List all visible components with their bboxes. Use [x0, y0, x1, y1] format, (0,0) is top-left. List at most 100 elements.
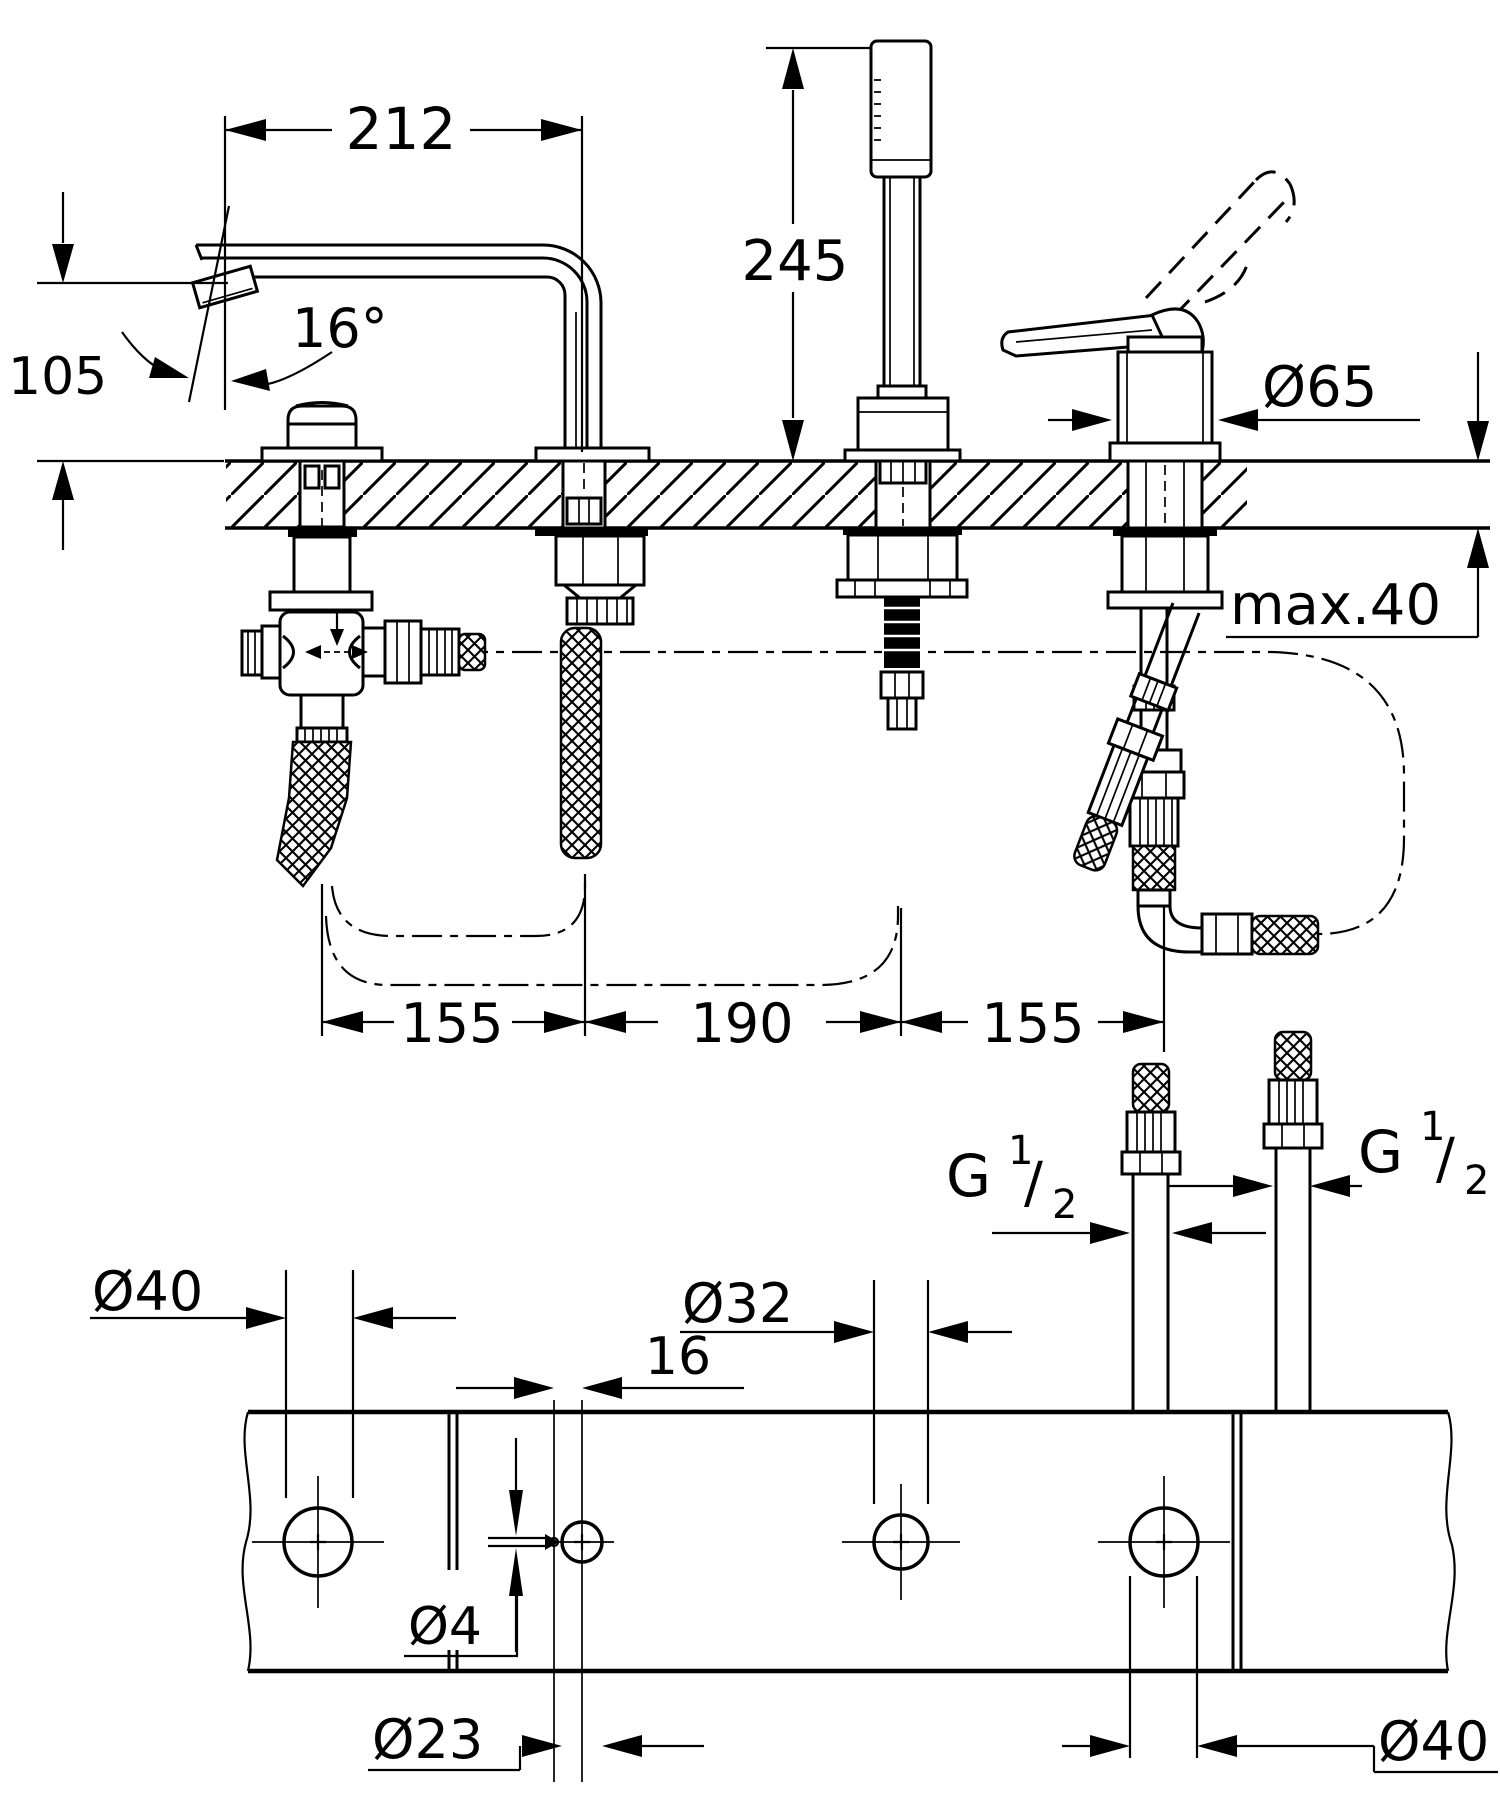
spout-axis-line: [187, 205, 231, 403]
dimension-d32: Ø32: [680, 1272, 1012, 1343]
hose-ribbed: [1267, 1078, 1319, 1126]
spout-shank-detail-lines: [578, 498, 590, 524]
connector-lines: [1215, 914, 1239, 954]
g-left-numerator: 1: [1008, 1128, 1033, 1174]
dim-190-label: 190: [690, 992, 793, 1055]
arrow: [1467, 421, 1489, 461]
shank-detail: [323, 464, 341, 490]
arrow: [322, 1011, 363, 1033]
mixer-shank-nut: [1120, 534, 1210, 594]
hole-4-center: [1156, 1534, 1172, 1550]
spout-hex-nut: [554, 534, 646, 587]
dimension-245: 245: [742, 46, 870, 461]
wand-collar: [876, 384, 928, 400]
dimension-16deg: 16°: [121, 205, 388, 403]
spout-washer: [535, 527, 648, 536]
dimension-d4: Ø4: [404, 1596, 519, 1658]
spout-unit: [190, 243, 651, 860]
shutoff-valve-unit: [240, 401, 487, 888]
hose-hex: [1262, 1122, 1324, 1150]
ribbed-lines: [1136, 1112, 1162, 1152]
shower-wand: [882, 177, 922, 386]
shank-thread-lines: [890, 461, 916, 483]
thread-ribs: [304, 728, 338, 742]
ribbed-lines: [1095, 748, 1141, 823]
plan-view: [241, 1270, 1456, 1782]
valve-body: [292, 535, 352, 594]
lever-swing-arc-dashed: [1204, 261, 1250, 304]
tee-left-cap-ribs: [247, 631, 256, 675]
hole-2-crosshair-and-pilot-centerline: [550, 1400, 614, 1782]
handle-grip-ticks: [871, 79, 931, 161]
dim-16deg-label: 16°: [292, 297, 388, 360]
left-break-edge: [241, 1411, 252, 1672]
arrow: [353, 1307, 393, 1329]
hose-braid: [1131, 1062, 1171, 1114]
spout-shank-detail: [565, 496, 603, 526]
rod-tip-ribs: [896, 698, 908, 729]
hose-tube: [1143, 602, 1201, 687]
hole-2-center: [574, 1534, 590, 1550]
dim-105-label: 105: [8, 347, 107, 407]
shower-washer: [843, 527, 962, 535]
arrow: [541, 119, 582, 141]
dim-16-label: 16: [645, 1327, 711, 1387]
break-line-1: [447, 1412, 459, 1671]
dimension-max40: max.40: [1226, 352, 1489, 639]
hose-braid: [1131, 844, 1177, 892]
arrow: [225, 119, 266, 141]
g-right-numerator: 1: [1420, 1104, 1445, 1150]
hole-3-center: [893, 1534, 909, 1550]
dim-155-left-label: 155: [400, 992, 503, 1055]
thread-label-right: G 1 / 2: [1168, 1104, 1489, 1204]
arrow: [1233, 1175, 1273, 1197]
deck-section: [225, 459, 1490, 530]
dim-212-label: 212: [346, 95, 457, 163]
lever-inner-line: [1015, 329, 1153, 343]
elbow-braid-tail: [1250, 914, 1320, 956]
g-left: G: [946, 1142, 991, 1210]
hose-braid: [1273, 1030, 1313, 1082]
pilot-leader-arrow: [545, 1534, 559, 1550]
dimension-d40-top: Ø40: [90, 1260, 456, 1329]
hex-facets: [1281, 1124, 1305, 1148]
spout-thread: [565, 596, 635, 626]
hole-3-edge-ticks: [872, 1280, 930, 1504]
dim-d40-bottom-label: Ø40: [1378, 1710, 1489, 1773]
shower-base: [856, 396, 950, 452]
extension-lines: [320, 874, 1166, 1052]
arrow: [514, 1377, 554, 1399]
rod-tip: [886, 696, 918, 731]
deck-hatch: [345, 462, 562, 527]
arrow: [585, 1011, 626, 1033]
arrow: [928, 1321, 968, 1343]
ribbed-lines: [1139, 798, 1173, 846]
arrow: [1218, 409, 1258, 431]
deck-hatch: [1203, 462, 1247, 527]
arrow: [1172, 1222, 1212, 1244]
mixer-body: [1116, 350, 1214, 445]
arrow: [602, 1735, 642, 1757]
dim-155-right-label: 155: [981, 992, 1084, 1055]
valve-knob-detail: [288, 401, 356, 426]
valve-washer: [288, 528, 357, 537]
arrow: [782, 420, 804, 461]
dim-d65-label: Ø65: [1262, 355, 1377, 420]
arrow: [1310, 1175, 1350, 1197]
spout-braided-hose: [559, 626, 603, 860]
dimension-d23: Ø23: [368, 1708, 704, 1772]
tee-right-connector: [419, 627, 461, 677]
arrow: [246, 1307, 286, 1329]
valve-braided-hose: [275, 740, 353, 888]
arrow: [1197, 1735, 1237, 1757]
elbow-connector: [1200, 912, 1254, 956]
hose-ribbed: [1128, 796, 1180, 848]
inner-hose-loop: [330, 874, 587, 938]
valve-flange: [260, 446, 384, 463]
hole-1-center: [310, 1534, 326, 1550]
ribbed-lines: [1278, 1080, 1304, 1124]
dimension-16: 16: [456, 1327, 744, 1399]
hose-thread-tube: [1131, 1174, 1170, 1412]
hex-facets: [582, 536, 619, 585]
tee-right-hex-facets: [396, 621, 410, 683]
